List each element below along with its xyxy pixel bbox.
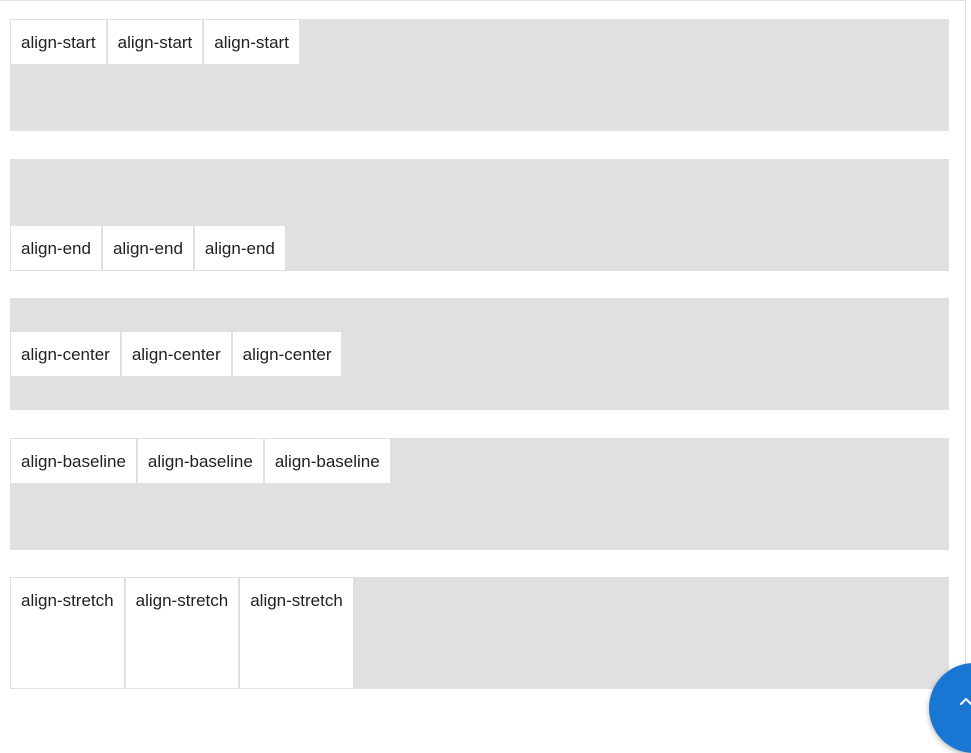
row-align-baseline: align-baseline align-baseline align-base… xyxy=(10,438,949,550)
cell-align-stretch: align-stretch xyxy=(124,577,240,689)
cell-align-baseline: align-baseline xyxy=(10,438,137,484)
row-align-start: align-start align-start align-start xyxy=(10,19,949,131)
cell-align-baseline: align-baseline xyxy=(263,438,391,484)
cell-align-center: align-center xyxy=(120,331,232,377)
cell-align-center: align-center xyxy=(10,331,121,377)
cell-align-end: align-end xyxy=(10,225,102,271)
row-align-center: align-center align-center align-center xyxy=(10,298,949,410)
row-align-stretch: align-stretch align-stretch align-stretc… xyxy=(10,577,949,689)
cell-align-center: align-center xyxy=(231,331,343,377)
cell-align-stretch: align-stretch xyxy=(239,577,354,689)
cell-align-stretch: align-stretch xyxy=(10,577,125,689)
cell-align-start: align-start xyxy=(10,19,107,65)
chevron-up-icon xyxy=(960,698,971,705)
top-divider xyxy=(0,0,966,1)
cell-align-end: align-end xyxy=(101,225,194,271)
row-align-end: align-end align-end align-end xyxy=(10,159,949,271)
cell-align-baseline: align-baseline xyxy=(136,438,264,484)
scrollbar-track xyxy=(965,0,966,709)
cell-align-end: align-end xyxy=(193,225,286,271)
cell-align-start: align-start xyxy=(106,19,204,65)
cell-align-start: align-start xyxy=(203,19,300,65)
